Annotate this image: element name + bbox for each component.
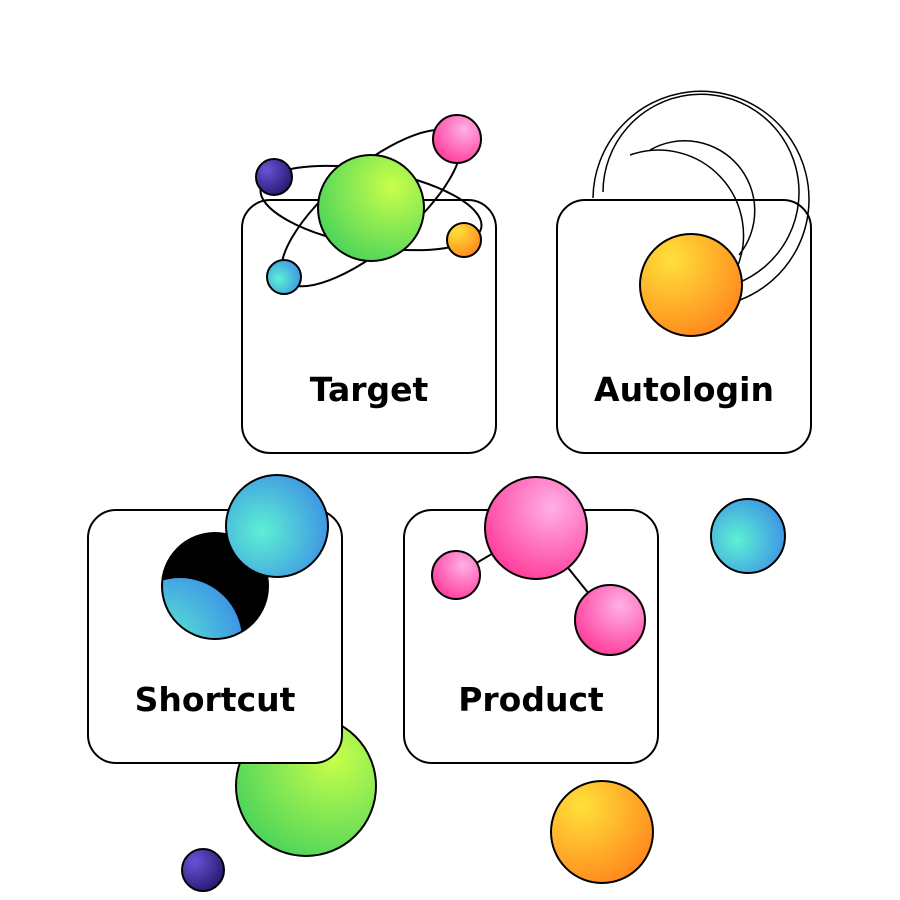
- card-label-autologin: Autologin: [594, 370, 774, 409]
- arc-line: [629, 149, 745, 271]
- arc-line: [649, 140, 756, 256]
- card-label-product: Product: [458, 680, 604, 719]
- electron-sphere: [432, 114, 482, 164]
- card-frame: [556, 199, 812, 454]
- purple-sphere: [181, 848, 225, 892]
- card-autologin[interactable]: Autologin: [556, 90, 812, 454]
- pink-sphere-small: [431, 550, 481, 600]
- dark-sphere-outline: [161, 532, 269, 640]
- arc-line: [592, 90, 810, 301]
- floating-orange-sphere: [550, 780, 654, 884]
- nucleus-sphere: [317, 154, 425, 262]
- pink-sphere-large: [484, 476, 588, 580]
- orange-sphere: [639, 233, 743, 337]
- pink-sphere-medium: [574, 584, 646, 656]
- card-label-target: Target: [310, 370, 429, 409]
- card-shortcut[interactable]: Shortcut: [87, 474, 377, 892]
- blue-sphere: [225, 474, 329, 578]
- atom-icon: [255, 114, 483, 295]
- eclipse-icon: [161, 474, 329, 640]
- electron-sphere: [266, 259, 302, 295]
- card-target[interactable]: Target: [241, 105, 497, 454]
- floating-blue-sphere: [710, 498, 786, 574]
- arc-lines-icon: [592, 90, 810, 301]
- electron-sphere: [446, 222, 482, 258]
- blue-crescent: [162, 578, 242, 639]
- card-label-shortcut: Shortcut: [135, 680, 296, 719]
- arc-line: [602, 93, 800, 284]
- card-product[interactable]: Product: [403, 476, 659, 764]
- molecule-icon: [431, 476, 646, 656]
- electron-sphere: [255, 158, 293, 196]
